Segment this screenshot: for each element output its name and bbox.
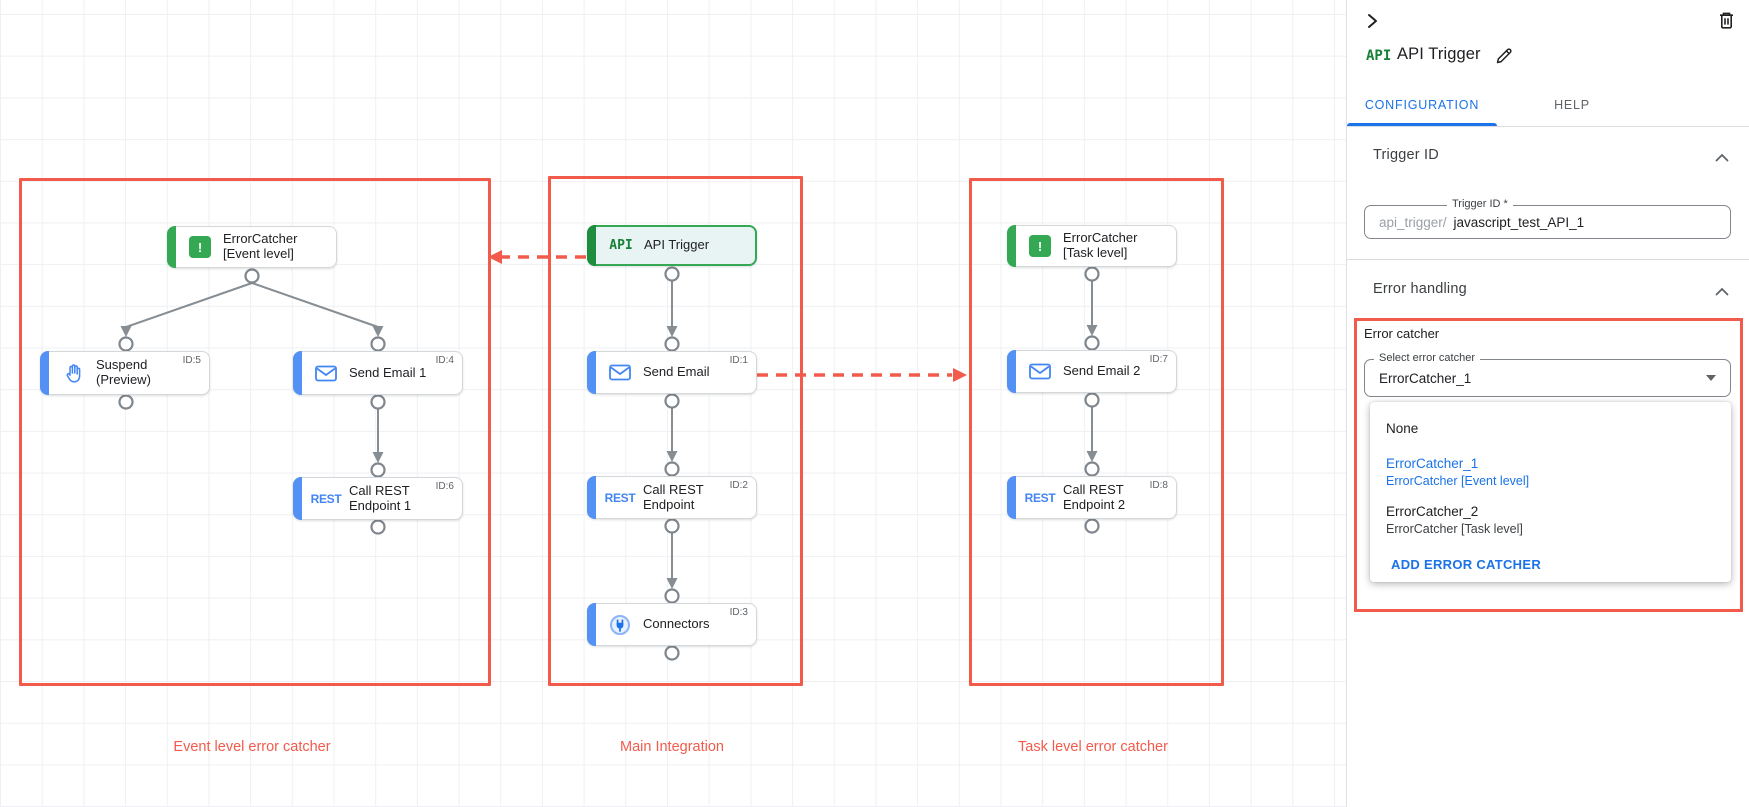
task-id-badge: ID:6 — [435, 481, 454, 492]
config-panel: API API Trigger CONFIGURATION HELP Trigg… — [1346, 0, 1749, 807]
node-accent-bar — [293, 477, 302, 520]
node-send-email-1[interactable]: Send Email 1 ID:4 — [293, 351, 463, 395]
trigger-id-value[interactable]: javascript_test_API_1 — [1453, 214, 1585, 230]
node-accent-bar — [40, 351, 49, 395]
trigger-id-field[interactable]: Trigger ID * api_trigger/ javascript_tes… — [1364, 198, 1731, 239]
rest-icon: REST — [1024, 490, 1056, 505]
integration-canvas[interactable]: ! ErrorCatcher [Event level] Suspend (Pr… — [0, 0, 1346, 807]
node-accent-bar — [1007, 350, 1016, 393]
node-accent-bar — [587, 476, 596, 519]
task-id-badge: ID:2 — [729, 480, 748, 491]
option-label: ErrorCatcher_1 — [1386, 456, 1479, 471]
section-heading-trigger-id: Trigger ID — [1373, 147, 1439, 163]
node-accent-bar — [587, 603, 596, 646]
api-trigger-logo-icon: API — [1366, 48, 1392, 64]
task-id-badge: ID:5 — [182, 355, 201, 366]
select-error-catcher-value: ErrorCatcher_1 — [1379, 370, 1472, 386]
option-label: None — [1386, 421, 1419, 436]
task-id-badge: ID:8 — [1149, 480, 1168, 491]
node-label: Connectors — [643, 616, 710, 632]
node-send-email-2[interactable]: Send Email 2 ID:7 — [1007, 350, 1177, 393]
option-label: ErrorCatcher_2 — [1386, 504, 1479, 519]
select-error-catcher-dropdown[interactable]: Select error catcher ErrorCatcher_1 — [1364, 352, 1731, 397]
task-id-badge: ID:7 — [1149, 354, 1168, 365]
node-label: ErrorCatcher [Event level] — [223, 231, 298, 261]
node-accent-bar — [587, 351, 596, 394]
group-event-level-error-catcher — [19, 178, 491, 686]
dropdown-caret-icon — [1706, 375, 1716, 381]
node-label: Send Email 2 — [1063, 363, 1141, 379]
node-call-rest-endpoint[interactable]: REST Call REST Endpoint ID:2 — [587, 476, 757, 519]
node-label: Call REST Endpoint 1 — [349, 482, 412, 513]
flow-arrowheads — [120, 325, 1098, 589]
node-accent-bar — [1007, 476, 1016, 519]
group-main-integration — [548, 176, 803, 686]
hand-icon — [50, 363, 96, 383]
option-description: ErrorCatcher [Task level] — [1386, 522, 1523, 536]
node-errorcatcher-event-level[interactable]: ! ErrorCatcher [Event level] — [167, 226, 337, 268]
panel-tabs: CONFIGURATION HELP — [1347, 84, 1749, 127]
label-main-integration: Main Integration — [620, 739, 724, 755]
option-errorcatcher-2[interactable]: ErrorCatcher_2 ErrorCatcher [Task level] — [1370, 496, 1731, 544]
node-label: Suspend (Preview) — [96, 357, 151, 387]
node-api-trigger[interactable]: API API Trigger — [587, 225, 757, 266]
group-task-level-error-catcher — [969, 178, 1224, 686]
option-description: ErrorCatcher [Event level] — [1386, 474, 1530, 488]
label-event-level-error-catcher: Event level error catcher — [173, 739, 331, 755]
api-icon: API — [609, 238, 633, 253]
node-errorcatcher-task-level[interactable]: ! ErrorCatcher [Task level] — [1007, 225, 1177, 267]
task-id-badge: ID:3 — [729, 607, 748, 618]
collapse-panel-icon[interactable] — [1363, 12, 1381, 33]
label-task-level-error-catcher: Task level error catcher — [1018, 739, 1168, 755]
node-label: Send Email 1 — [349, 364, 427, 380]
node-accent-bar — [167, 226, 176, 268]
error-catcher-icon: ! — [1029, 235, 1051, 257]
option-none[interactable]: None — [1370, 414, 1731, 448]
collapse-section-chevron-up-icon[interactable] — [1715, 150, 1729, 165]
node-call-rest-endpoint-1[interactable]: REST Call REST Endpoint 1 ID:6 — [293, 477, 463, 520]
connection-points[interactable] — [118, 266, 1100, 661]
error-catcher-label: Error catcher — [1364, 326, 1440, 341]
task-id-badge: ID:4 — [435, 355, 454, 366]
select-error-catcher-label: Select error catcher — [1374, 352, 1480, 364]
trigger-id-field-label: Trigger ID * — [1447, 198, 1513, 210]
add-error-catcher-button[interactable]: ADD ERROR CATCHER — [1391, 557, 1542, 572]
node-accent-bar — [587, 225, 596, 266]
mail-icon — [303, 365, 349, 382]
tab-help[interactable]: HELP — [1554, 98, 1590, 112]
node-call-rest-endpoint-2[interactable]: REST Call REST Endpoint 2 ID:8 — [1007, 476, 1177, 519]
edit-pencil-icon[interactable] — [1494, 46, 1514, 69]
node-label: Send Email — [643, 364, 710, 380]
node-send-email[interactable]: Send Email ID:1 — [587, 351, 757, 394]
error-catcher-icon: ! — [189, 236, 211, 258]
connector-overlay — [118, 250, 1100, 661]
mail-icon — [597, 364, 643, 381]
section-heading-error-handling: Error handling — [1373, 281, 1467, 297]
panel-title: API Trigger — [1397, 45, 1481, 63]
node-label: API Trigger — [644, 237, 710, 253]
trigger-id-prefix: api_trigger/ — [1379, 214, 1447, 230]
node-label: Call REST Endpoint 2 — [1063, 481, 1126, 512]
mail-icon — [1017, 363, 1063, 380]
rest-icon: REST — [310, 491, 342, 506]
rest-icon: REST — [604, 490, 636, 505]
node-connectors[interactable]: Connectors ID:3 — [587, 603, 757, 646]
collapse-section-chevron-up-icon[interactable] — [1715, 284, 1729, 299]
error-catcher-annotation-box — [1354, 318, 1743, 612]
node-label: ErrorCatcher [Task level] — [1063, 230, 1138, 260]
task-id-badge: ID:1 — [729, 355, 748, 366]
node-accent-bar — [1007, 225, 1016, 267]
node-label: Call REST Endpoint — [643, 481, 704, 512]
error-catcher-options-menu: None ErrorCatcher_1 ErrorCatcher [Event … — [1370, 402, 1731, 582]
section-divider — [1347, 259, 1749, 260]
node-suspend-preview[interactable]: Suspend (Preview) ID:5 — [40, 351, 210, 395]
connectors-icon — [597, 614, 643, 636]
delete-trash-icon[interactable] — [1718, 11, 1735, 32]
node-accent-bar — [293, 351, 302, 395]
error-link-arrowhead-right — [953, 368, 967, 382]
option-errorcatcher-1[interactable]: ErrorCatcher_1 ErrorCatcher [Event level… — [1370, 448, 1731, 496]
tab-configuration[interactable]: CONFIGURATION — [1347, 84, 1497, 126]
error-link-arrowhead-left — [488, 250, 502, 264]
